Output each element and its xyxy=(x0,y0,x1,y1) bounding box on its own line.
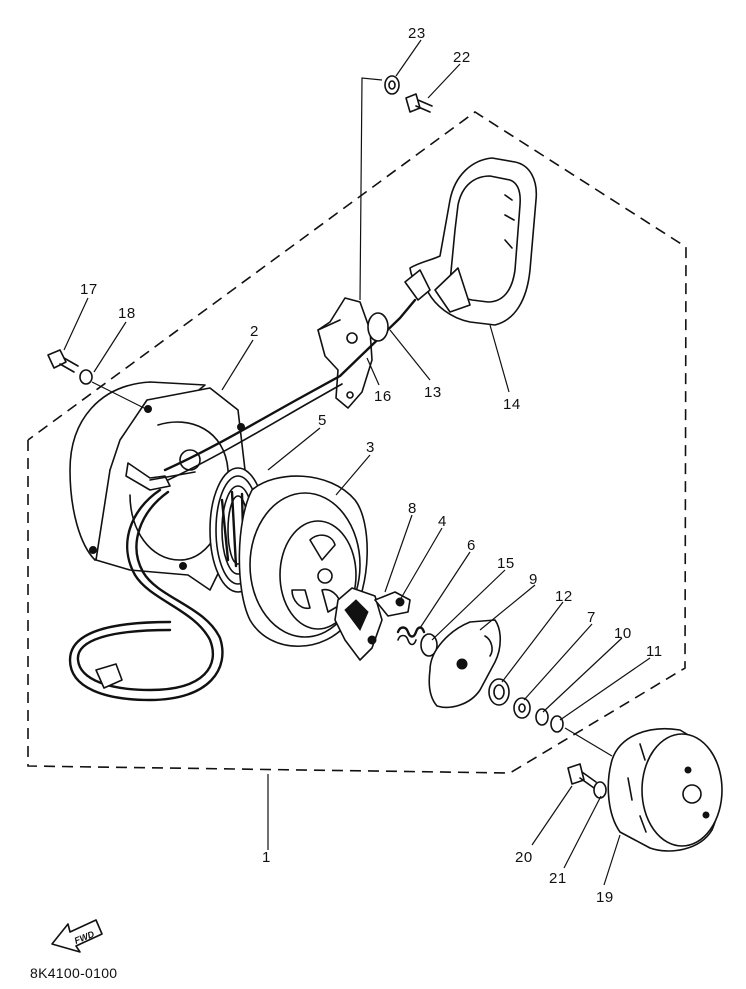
label-7: 7 xyxy=(587,609,596,626)
starter-handle xyxy=(404,157,538,326)
label-3: 3 xyxy=(366,439,375,456)
label-12: 12 xyxy=(555,588,573,605)
washer-7 xyxy=(513,697,531,719)
rope-guide-bracket xyxy=(317,297,373,409)
rope-washer xyxy=(367,312,389,342)
label-15: 15 xyxy=(497,555,515,572)
label-23: 23 xyxy=(408,25,426,42)
label-14: 14 xyxy=(503,396,521,413)
starter-rope xyxy=(163,298,417,472)
bolt-17 xyxy=(47,349,79,373)
label-13: 13 xyxy=(424,384,442,401)
washer-23 xyxy=(384,75,400,95)
label-19: 19 xyxy=(596,889,614,906)
label-1: 1 xyxy=(262,849,271,866)
label-5: 5 xyxy=(318,412,327,429)
washer-12 xyxy=(488,678,510,706)
label-10: 10 xyxy=(614,625,632,642)
label-20: 20 xyxy=(515,849,533,866)
label-2: 2 xyxy=(250,323,259,340)
friction-plate xyxy=(428,619,502,709)
label-16: 16 xyxy=(374,388,392,405)
wire-lead xyxy=(68,488,224,702)
drawing-code: 8K4100-0100 xyxy=(30,965,117,981)
washer-10 xyxy=(535,708,549,726)
label-4: 4 xyxy=(438,513,447,530)
label-9: 9 xyxy=(529,571,538,588)
label-17: 17 xyxy=(80,281,98,298)
screw-22 xyxy=(405,93,433,113)
forward-arrow-marker: FWD xyxy=(51,919,103,953)
label-21: 21 xyxy=(549,870,567,887)
assembly-boundary-dashed xyxy=(27,111,687,774)
bolt-20 xyxy=(567,763,597,789)
label-18: 18 xyxy=(118,305,136,322)
washer-18 xyxy=(79,369,93,385)
friction-spring xyxy=(396,626,426,646)
label-8: 8 xyxy=(408,500,417,517)
rope-reel xyxy=(238,475,368,648)
drive-pulley xyxy=(607,728,723,852)
nut-11 xyxy=(550,715,564,733)
label-11: 11 xyxy=(646,643,663,660)
label-22: 22 xyxy=(453,49,471,66)
ratchet-pawl xyxy=(334,587,383,661)
label-6: 6 xyxy=(467,537,476,554)
washer-21 xyxy=(593,781,607,799)
